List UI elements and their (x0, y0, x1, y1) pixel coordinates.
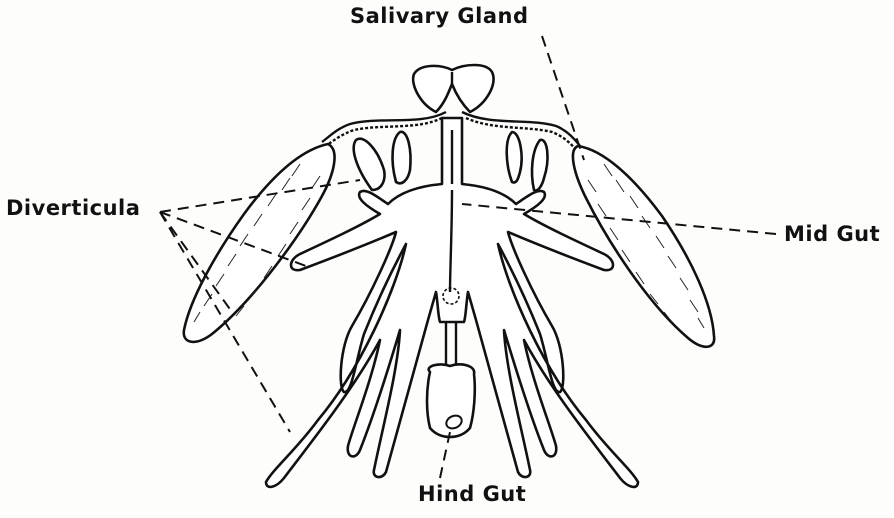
hind-gut-label: Hind Gut (418, 482, 526, 506)
diverticula-label: Diverticula (6, 196, 140, 220)
salivary-gland (413, 65, 493, 112)
hind-gut (427, 322, 475, 437)
salivary-gland-label: Salivary Gland (350, 4, 529, 28)
leader-salivary-gland (542, 36, 584, 160)
left-diverticulum (184, 144, 335, 342)
leader-hind-gut (440, 432, 450, 478)
mid-gut-label: Mid Gut (784, 222, 880, 246)
right-diverticulum (573, 146, 714, 347)
